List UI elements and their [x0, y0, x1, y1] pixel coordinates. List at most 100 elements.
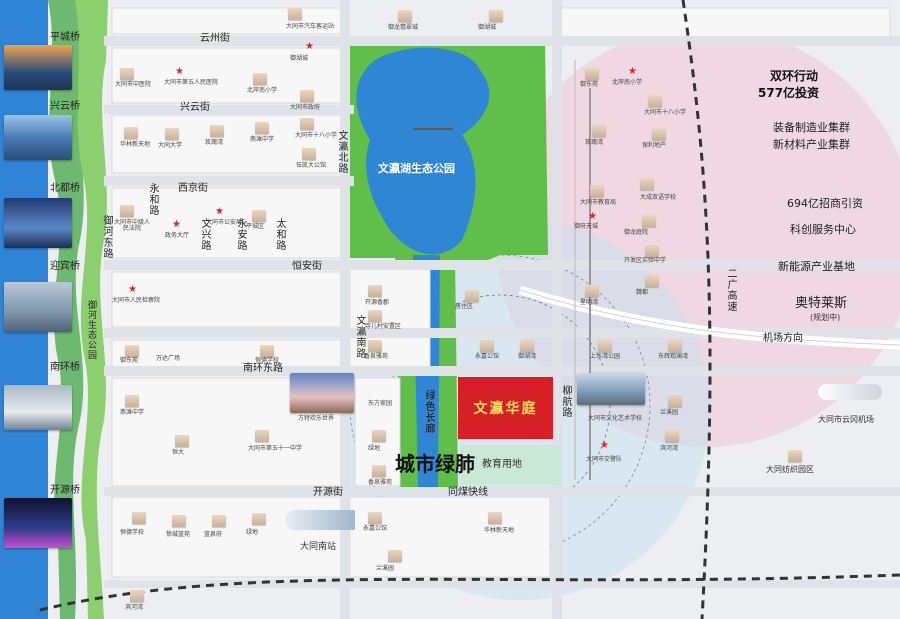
poi-label: 绿地	[246, 529, 259, 536]
poi-label: 永嘉公馆	[363, 525, 388, 532]
headline-2: 577亿投资	[758, 86, 820, 100]
building-icon	[252, 513, 266, 525]
poi-label: 大同市中级人民法院	[113, 219, 150, 232]
poi-label: 御东苑	[120, 357, 139, 364]
poi-label: 御湖城	[290, 55, 309, 62]
poi-label: 燕滩中学	[120, 409, 145, 416]
star-icon: ★	[215, 206, 224, 217]
building-icon	[252, 210, 266, 222]
building-icon	[124, 127, 138, 139]
road-label: 柳航路	[560, 385, 571, 418]
poi-label: 开发区实验中学	[624, 257, 667, 264]
building-icon	[175, 435, 189, 447]
building-icon	[260, 345, 274, 357]
poi-label: 滨河湾	[660, 445, 679, 452]
poi-label: 华林新天地	[484, 527, 515, 534]
poi-label: 伍凯大公馆	[296, 162, 327, 169]
building-icon	[645, 245, 659, 257]
star-icon: ★	[600, 440, 609, 451]
train-icon	[285, 510, 355, 530]
bridge-label: 北都桥	[50, 183, 80, 194]
road-label: 文瀛南路	[354, 315, 365, 359]
building-icon	[172, 515, 186, 527]
poi-label: 御湖湾	[518, 353, 537, 360]
poi-label: 星明湾	[580, 299, 599, 306]
poi-label: 玫瑰湾	[205, 139, 224, 146]
bridge-photo	[4, 282, 72, 332]
road-label: 开源街	[313, 487, 343, 498]
police-label: 大同市交警队	[586, 456, 623, 463]
road-label: 文瀛北路	[336, 130, 347, 174]
building-icon	[788, 450, 802, 462]
road-label: 同煤快线	[448, 487, 488, 498]
bridge-label: 南环桥	[50, 362, 80, 373]
bridge-photo	[4, 498, 72, 548]
building-icon	[585, 68, 599, 80]
education-land-label: 教育用地	[482, 459, 522, 470]
building-icon	[368, 512, 382, 524]
panel-item: 694亿招商引资	[787, 197, 863, 210]
panel-item: 装备制造业集群	[773, 121, 850, 134]
dongsha-label: 东方家园	[368, 400, 393, 407]
building-icon	[598, 340, 612, 352]
poi-label: 大成双语学校	[640, 194, 677, 201]
building-icon	[465, 290, 479, 302]
poi-label: 香泉雅苑	[364, 353, 389, 360]
building-icon	[520, 340, 534, 352]
star-icon: ★	[128, 284, 137, 295]
road-label: 机场方向	[763, 333, 803, 344]
poi-label: 大同市公安局	[206, 219, 243, 226]
poi-label: 保利地产	[642, 142, 667, 149]
panel-item: 新材料产业集群	[773, 138, 850, 151]
building-icon	[372, 430, 386, 442]
poi-label: 大同市教育局	[580, 199, 617, 206]
art-school-label: 大同市文化艺术学校	[587, 415, 642, 422]
poi-label: 大同大学	[158, 142, 183, 149]
building-icon	[645, 275, 659, 287]
building-icon	[368, 285, 382, 297]
poi-label: 御龙翡翠城	[388, 24, 419, 31]
poi-label: 御东苑	[580, 81, 599, 88]
building-icon	[130, 590, 144, 602]
star-icon: ★	[588, 211, 597, 222]
building-icon	[368, 310, 382, 322]
road-label: 兴云街	[180, 102, 210, 113]
building-icon	[665, 430, 679, 442]
poi-label: 上水湾公园	[590, 353, 621, 360]
building-icon	[132, 512, 146, 524]
poi-label: 寺儿村安置区	[365, 323, 402, 330]
road-label: 二广高速	[725, 268, 736, 312]
airplane-icon	[818, 384, 882, 400]
road-label: 西京街	[178, 183, 208, 194]
poi-label: 惊城蓝苑	[166, 531, 191, 538]
building-icon	[165, 128, 179, 140]
fangte-label: 方特欢乐世界	[298, 415, 335, 422]
building-icon	[668, 395, 682, 407]
star-icon: ★	[628, 66, 637, 77]
wanda-label: 万达广场	[156, 355, 181, 362]
bridge-photo	[4, 385, 72, 430]
road-label: 恒安街	[292, 261, 322, 272]
building-icon	[590, 185, 604, 197]
poi-label: 魏都	[636, 289, 649, 296]
poi-label: 平城区	[246, 223, 265, 230]
station-label: 大同南站	[300, 542, 337, 552]
poi-label: 大同市政府	[290, 104, 321, 111]
poi-label: 兰溪园	[376, 565, 395, 572]
building-icon	[120, 205, 134, 217]
star-icon: ★	[172, 219, 181, 230]
panel-item: 科创服务中心	[790, 223, 856, 236]
poi-label: 北岸南小学	[247, 87, 278, 94]
building-icon	[255, 122, 269, 134]
bridge-photo	[4, 198, 72, 248]
building-icon	[120, 68, 134, 80]
poi-label: 滨河湾	[125, 604, 144, 611]
building-icon	[253, 73, 267, 85]
building-icon	[480, 340, 494, 352]
project-highlight[interactable]: 文瀛华庭	[458, 377, 553, 439]
poi-label: 大同市人民检察院	[112, 297, 161, 304]
building-icon	[300, 118, 314, 130]
poi-label: 大同市第五人民医院	[164, 79, 219, 86]
poi-label: 兰溪园	[660, 409, 679, 416]
